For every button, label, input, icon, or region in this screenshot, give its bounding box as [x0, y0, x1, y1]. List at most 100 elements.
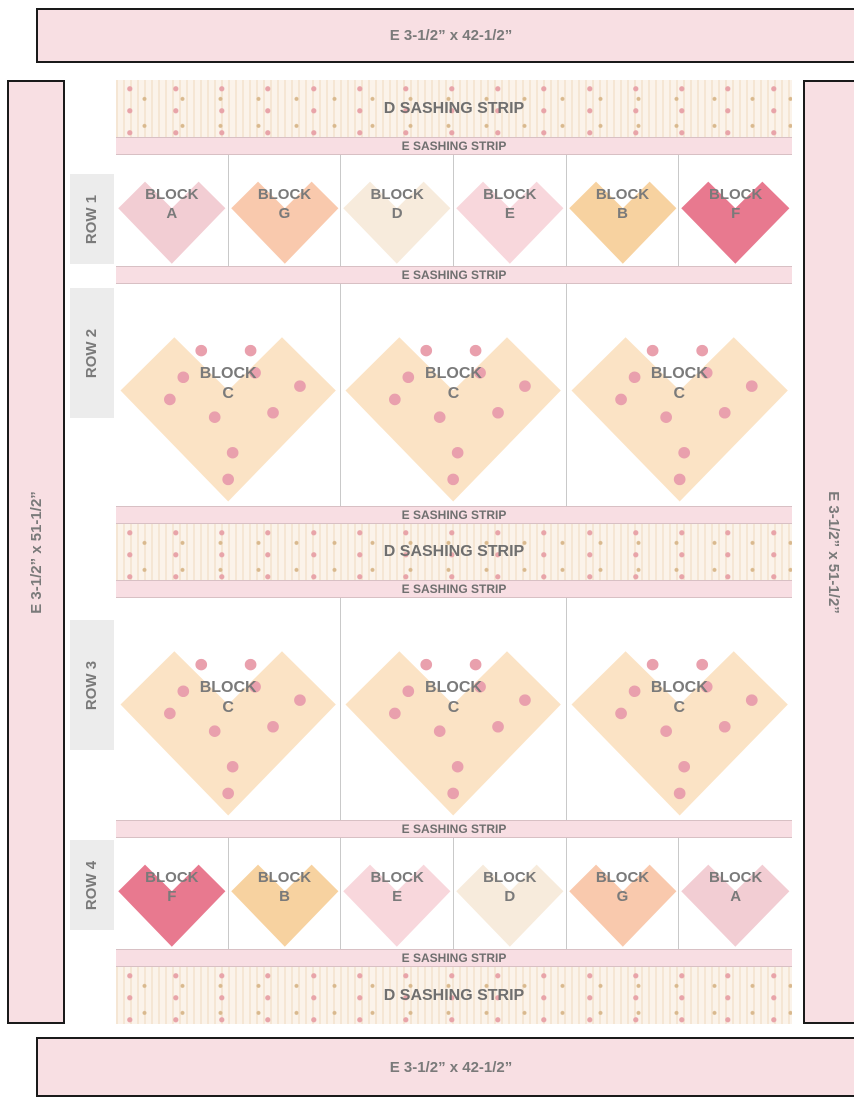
block-word: BLOCK — [341, 364, 565, 384]
quilt-block: BLOCKA — [679, 838, 792, 949]
e-sashing-strip-2: E SASHING STRIP — [116, 266, 792, 284]
e-sashing-label: E SASHING STRIP — [402, 508, 507, 522]
block-label: BLOCKF — [116, 869, 228, 907]
left-border-label: E 3-1/2” x 51-1/2” — [28, 491, 45, 614]
block-letter: A — [116, 205, 228, 224]
row-2-blocks: BLOCKCBLOCKCBLOCKC — [116, 284, 792, 506]
quilt-block: BLOCKC — [116, 598, 341, 820]
row-3-label: ROW 3 — [84, 660, 101, 709]
block-word: BLOCK — [116, 364, 340, 384]
e-sashing-label: E SASHING STRIP — [402, 582, 507, 596]
block-label: BLOCKB — [229, 869, 341, 907]
block-word: BLOCK — [341, 869, 453, 888]
right-border-label: E 3-1/2” x 51-1/2” — [825, 491, 842, 614]
block-label: BLOCKC — [116, 678, 340, 718]
row-4-tag: ROW 4 — [70, 840, 114, 930]
d-sashing-strip-middle: D SASHING STRIP — [116, 524, 792, 580]
d-sashing-label: D SASHING STRIP — [384, 987, 524, 1005]
block-word: BLOCK — [341, 678, 565, 698]
block-word: BLOCK — [116, 678, 340, 698]
block-word: BLOCK — [454, 186, 566, 205]
quilt-block: BLOCKC — [567, 284, 792, 506]
block-letter: D — [454, 888, 566, 907]
block-word: BLOCK — [116, 186, 228, 205]
block-letter: F — [116, 888, 228, 907]
block-word: BLOCK — [679, 186, 792, 205]
row-3-tag: ROW 3 — [70, 620, 114, 750]
block-word: BLOCK — [679, 869, 792, 888]
top-border-label: E 3-1/2” x 42-1/2” — [390, 27, 513, 44]
block-word: BLOCK — [229, 186, 341, 205]
e-sashing-strip-6: E SASHING STRIP — [116, 949, 792, 967]
e-sashing-strip-5: E SASHING STRIP — [116, 820, 792, 838]
row-1-label: ROW 1 — [84, 194, 101, 243]
e-sashing-label: E SASHING STRIP — [402, 951, 507, 965]
block-letter: C — [341, 698, 565, 718]
block-letter: D — [341, 205, 453, 224]
d-sashing-label: D SASHING STRIP — [384, 100, 524, 118]
block-letter: B — [229, 888, 341, 907]
left-border-strip: E 3-1/2” x 51-1/2” — [7, 80, 65, 1024]
right-border-strip: E 3-1/2” x 51-1/2” — [803, 80, 854, 1024]
block-word: BLOCK — [116, 869, 228, 888]
block-letter: C — [567, 384, 792, 404]
e-sashing-strip-1: E SASHING STRIP — [116, 137, 792, 155]
quilt-block: BLOCKC — [341, 598, 566, 820]
block-word: BLOCK — [567, 869, 679, 888]
d-sashing-strip-top: D SASHING STRIP — [116, 80, 792, 137]
block-letter: C — [116, 384, 340, 404]
block-letter: B — [567, 205, 679, 224]
block-word: BLOCK — [567, 186, 679, 205]
block-letter: C — [116, 698, 340, 718]
bottom-border-label: E 3-1/2” x 42-1/2” — [390, 1059, 513, 1076]
block-letter: F — [679, 205, 792, 224]
e-sashing-label: E SASHING STRIP — [402, 822, 507, 836]
row-4-label: ROW 4 — [84, 860, 101, 909]
row-2-label: ROW 2 — [84, 328, 101, 377]
block-letter: E — [454, 205, 566, 224]
row-2-tag: ROW 2 — [70, 288, 114, 418]
block-word: BLOCK — [341, 186, 453, 205]
block-letter: G — [229, 205, 341, 224]
d-sashing-label: D SASHING STRIP — [384, 543, 524, 561]
e-sashing-label: E SASHING STRIP — [402, 268, 507, 282]
block-word: BLOCK — [229, 869, 341, 888]
quilt-block: BLOCKC — [341, 284, 566, 506]
block-word: BLOCK — [454, 869, 566, 888]
block-letter: A — [679, 888, 792, 907]
e-sashing-label: E SASHING STRIP — [402, 139, 507, 153]
block-letter: E — [341, 888, 453, 907]
block-word: BLOCK — [567, 364, 792, 384]
block-label: BLOCKE — [341, 869, 453, 907]
block-word: BLOCK — [567, 678, 792, 698]
e-sashing-strip-4: E SASHING STRIP — [116, 580, 792, 598]
row-1-tag: ROW 1 — [70, 174, 114, 264]
d-sashing-strip-bottom: D SASHING STRIP — [116, 967, 792, 1024]
